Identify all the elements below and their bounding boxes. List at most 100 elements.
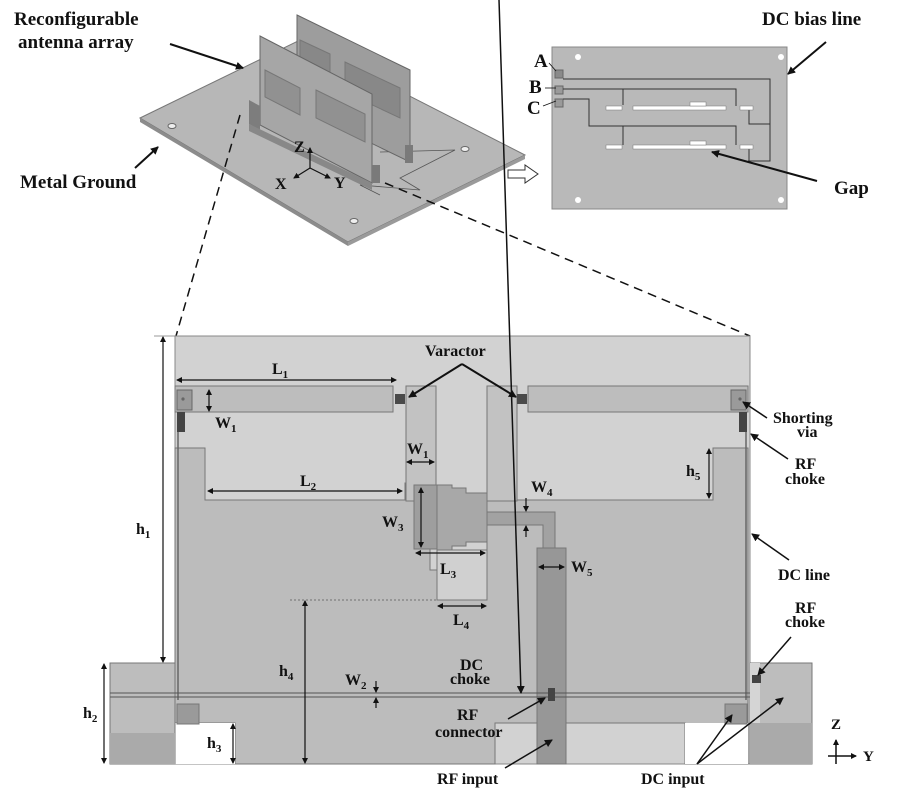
balun-body [436, 484, 488, 551]
bias-board [551, 46, 788, 210]
ground-plate-edge-right [348, 155, 525, 246]
bias-traces [563, 78, 771, 162]
support-rib [249, 100, 260, 130]
rf-choke-bottom [752, 675, 761, 683]
zoom-leader-left [175, 114, 241, 337]
dc-line-arrow [751, 533, 790, 561]
front-axis-z-label: Z [831, 717, 841, 733]
support-post [405, 145, 413, 163]
gap-label: Gap [834, 178, 869, 199]
dim-label-L4: L4 [453, 612, 470, 632]
rf-choke-right-arrow [757, 636, 792, 676]
array-arrow [169, 43, 244, 70]
dim-label-W1b: W1 [407, 441, 429, 461]
patch [264, 69, 301, 116]
axis-z-label: Z [294, 139, 305, 156]
shorting-via-label-1: Shorting [773, 410, 833, 427]
dim-label-W3: W3 [382, 514, 404, 534]
dc-choke-label-2: choke [450, 671, 490, 688]
dimension-lines [101, 336, 712, 764]
dipole-arm-left [174, 385, 394, 413]
dc-bias-line-label: DC bias line [762, 9, 861, 30]
shorting-via-label-2: via [797, 424, 817, 441]
ground-plate-edge [140, 118, 348, 246]
dipole-arm-right [527, 385, 749, 413]
balun-left-block [413, 484, 440, 550]
rf-choke-right-label-1: RF [795, 600, 817, 617]
port-c-pad [554, 98, 564, 108]
front-axes: Z Y [828, 717, 874, 765]
cutout-right [685, 723, 748, 764]
dim-label-W2: W2 [345, 672, 367, 692]
rf-choke-top-label-2: choke [785, 471, 825, 488]
port-c-label: C [527, 98, 541, 119]
balun-slot [436, 549, 488, 601]
dc-input-pad-left [176, 703, 200, 725]
varactor-arrow-right [461, 363, 517, 398]
rf-choke-right-label-2: choke [785, 614, 825, 631]
rf-feed-line [536, 547, 567, 765]
dim-label-L3: L3 [440, 561, 457, 581]
array-label-line2: antenna array [18, 32, 134, 53]
rf-input-label: RF input [437, 771, 499, 788]
port-b-label: B [529, 77, 542, 98]
varactor-right [517, 394, 527, 404]
callouts: Varactor Shorting via RF choke DC line R… [408, 0, 833, 788]
dim-label-h5: h5 [686, 463, 701, 483]
dim-label-W1a: W1 [215, 415, 237, 435]
array-label-line1: Reconfigurable [14, 9, 139, 30]
side-block-right-strip [750, 663, 760, 723]
varactor-label: Varactor [425, 343, 486, 360]
patch [315, 89, 366, 143]
view-arrow-icon [507, 164, 539, 184]
rf-connector-label-1: RF [457, 707, 479, 724]
port-a-leader [548, 62, 557, 72]
rf-connector-label-2: connector [435, 724, 503, 741]
dc-bias-arrow [787, 41, 827, 75]
dim-label-h4: h4 [279, 663, 294, 683]
axis-y-label: Y [334, 175, 346, 192]
varactor-arrow-left [408, 363, 463, 398]
dc-input-arrow-left [696, 714, 733, 765]
dim-label-h3: h3 [207, 735, 222, 755]
dim-label-W4: W4 [531, 479, 553, 499]
mount-hole [778, 197, 784, 203]
side-block-left-lower [110, 733, 175, 764]
port-a-pad [554, 69, 564, 79]
front-view: L1 L2 L3 L4 W1 W1 W3 W4 W5 W2 h5 h1 h2 h… [83, 0, 874, 788]
gap-strips [605, 101, 754, 150]
axis-x-label: X [275, 176, 287, 193]
front-axis-y-label: Y [863, 749, 874, 765]
mount-hole [460, 146, 470, 152]
support-post [372, 165, 380, 183]
port-b-pad [554, 85, 564, 95]
gap-arrow [711, 150, 818, 182]
dc-choke-label-1: DC [460, 657, 483, 674]
dim-label-L1: L1 [272, 361, 288, 381]
dimension-labels: L1 L2 L3 L4 W1 W1 W3 W4 W5 W2 h5 h1 h2 h… [83, 361, 701, 755]
metal-ground-label: Metal Ground [20, 172, 137, 193]
shorting-via-right [730, 389, 747, 411]
rf-input-arrow [504, 739, 553, 769]
rf-connector [548, 688, 555, 701]
cutout-left [175, 723, 235, 764]
side-block-right-lower [750, 723, 812, 764]
dim-label-h1: h1 [136, 521, 150, 541]
dc-input-label: DC input [641, 771, 705, 788]
dc-bias-view: A B C DC bias line Gap [527, 9, 869, 210]
dim-label-W5: W5 [571, 559, 593, 579]
dim-label-L2: L2 [300, 473, 317, 493]
rf-choke-right [739, 412, 747, 432]
feed-trace [359, 149, 456, 196]
iso-axes: Z X Y [275, 139, 346, 193]
dim-label-h2: h2 [83, 705, 98, 725]
zoom-leader-right [384, 182, 751, 337]
feed-stub-left [405, 385, 437, 502]
rf-choke-top-arrow [750, 433, 789, 460]
rf-connector-arrow [507, 697, 546, 720]
port-c-leader [542, 100, 557, 107]
mount-hole [575, 54, 581, 60]
ground-arrow [134, 146, 159, 169]
mount-hole [575, 197, 581, 203]
